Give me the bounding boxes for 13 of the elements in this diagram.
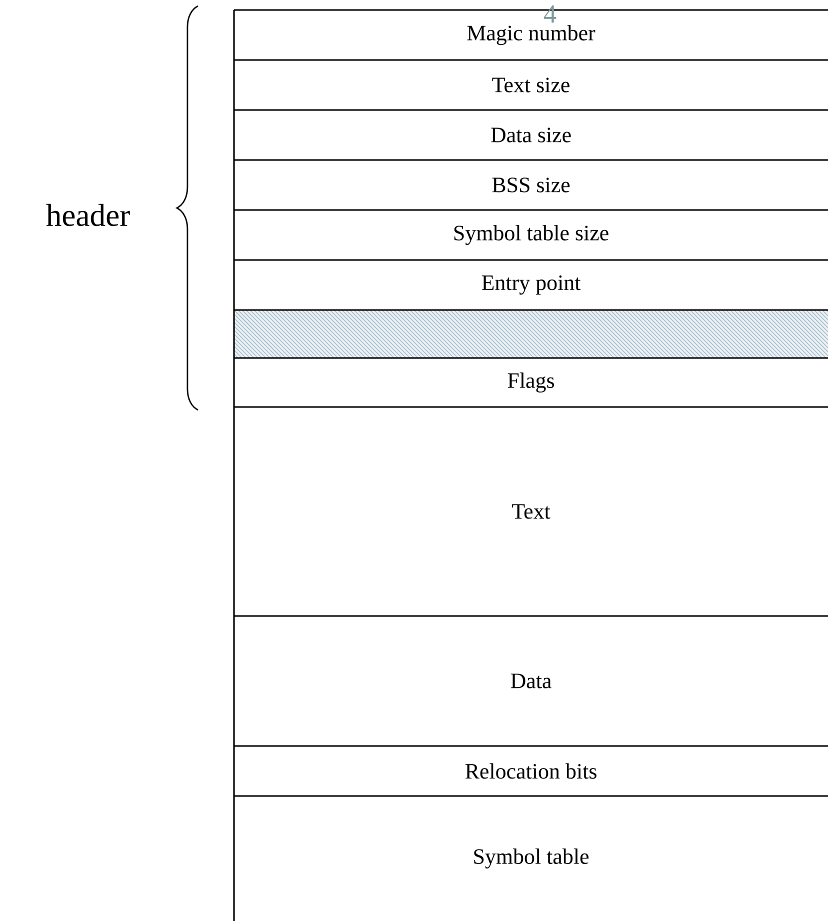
memory-row: Symbol table — [474, 848, 589, 868]
hatched-row — [234, 310, 828, 358]
memory-row: Entry point — [482, 275, 581, 295]
memory-row: Magic number — [467, 25, 596, 45]
memory-row: Flags — [508, 372, 554, 392]
memory-row: Relocation bits — [465, 763, 596, 779]
memory-row: Symbol table size — [454, 225, 608, 245]
memory-row: Data — [510, 674, 552, 688]
header-label: header — [46, 204, 130, 226]
memory-row: Text size — [492, 78, 570, 92]
memory-row: Text — [512, 504, 550, 519]
memory-row: BSS size — [492, 178, 570, 192]
memory-row: Data size — [491, 128, 571, 142]
